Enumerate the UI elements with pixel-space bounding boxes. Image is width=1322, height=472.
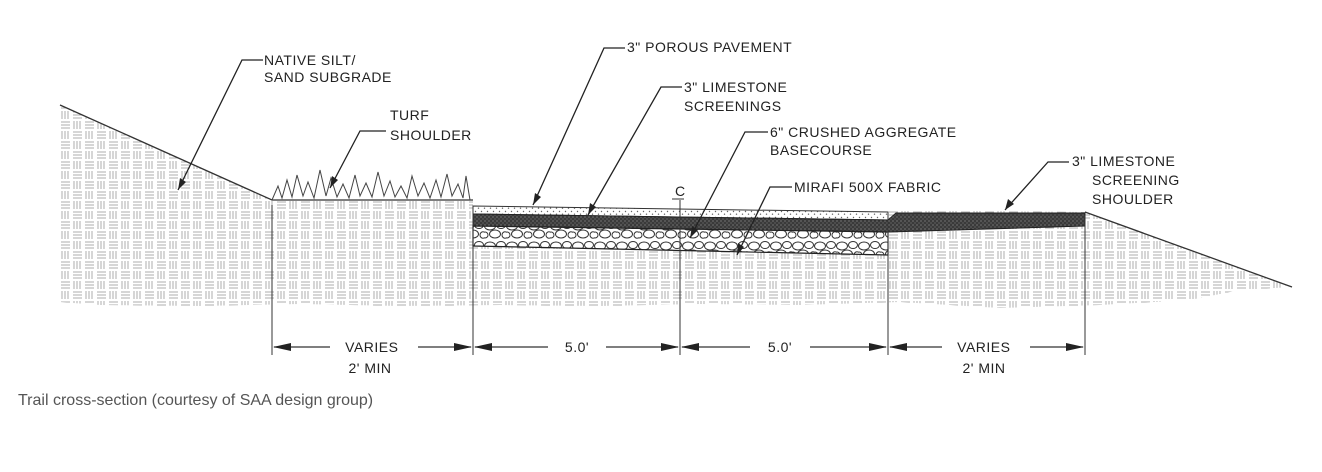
label-limestone-screenings: 3" LIMESTONE SCREENINGS <box>684 79 792 114</box>
dimension-center-right: 5.0' <box>768 339 792 355</box>
dimension-arrowheads <box>273 343 1084 351</box>
centerline-symbol: C <box>675 183 686 199</box>
leader-lines <box>177 47 1069 256</box>
trail-cross-section-diagram: C NATIVE SILT/ SAND SUBGRADE TURF SHOULD… <box>59 39 1293 376</box>
dimension-extension-lines <box>271 205 1086 355</box>
label-crushed-aggregate: 6" CRUSHED AGGREGATE BASECOURSE <box>770 124 961 158</box>
figure-caption: Trail cross-section (courtesy of SAA des… <box>18 392 374 409</box>
label-limestone-shoulder: 3" LIMESTONE SCREENING SHOULDER <box>1072 153 1184 207</box>
dimension-center-left: 5.0' <box>565 339 589 355</box>
label-turf-shoulder: TURF SHOULDER <box>390 107 472 143</box>
label-mirafi-fabric: MIRAFI 500X FABRIC <box>794 179 941 195</box>
leader-arrowheads <box>178 176 1014 255</box>
dimension-right: VARIES 2' MIN <box>957 339 1015 376</box>
native-subgrade-fill <box>60 105 1292 308</box>
label-native-subgrade: NATIVE SILT/ SAND SUBGRADE <box>264 52 392 85</box>
dimension-left: VARIES 2' MIN <box>345 339 403 376</box>
turf-grass <box>271 169 471 201</box>
label-porous-pavement: 3" POROUS PAVEMENT <box>627 39 792 55</box>
